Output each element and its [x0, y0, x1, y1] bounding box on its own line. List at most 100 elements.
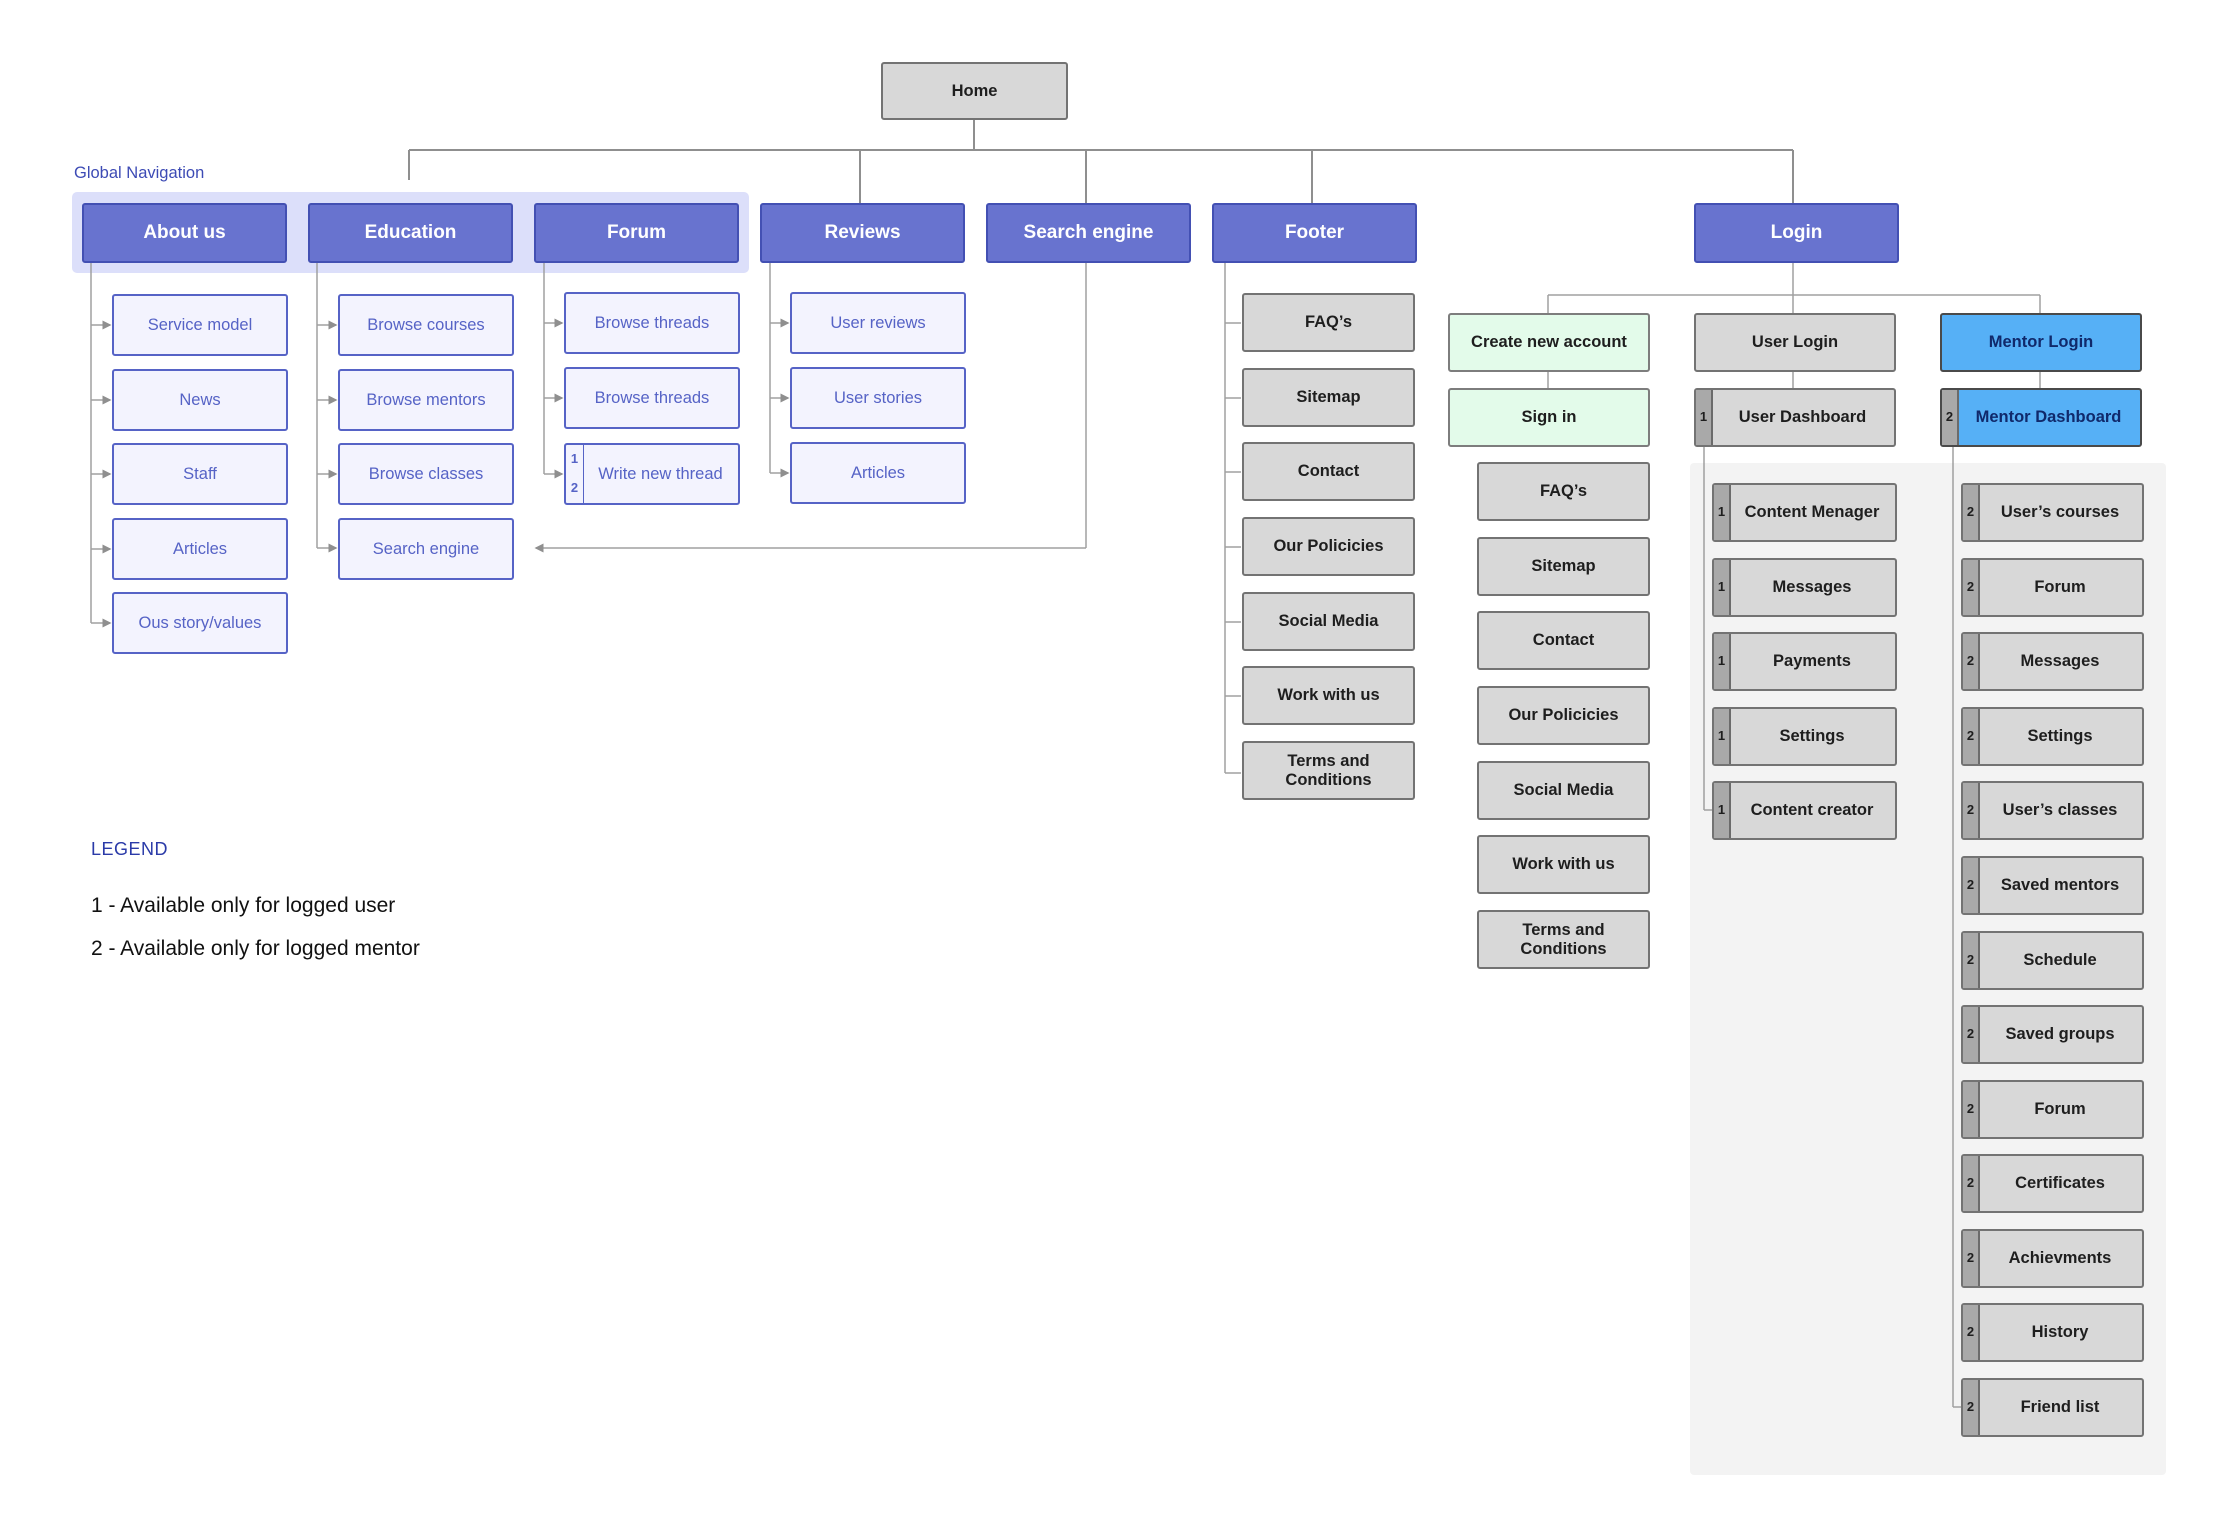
access-mark: 1 [570, 451, 579, 467]
mentor-forum[interactable]: 2 Forum [1961, 558, 2144, 617]
item-label: History [2031, 1323, 2089, 1342]
item-label: Settings [2027, 727, 2093, 746]
legend-line-2: 2 - Available only for logged mentor [91, 937, 420, 960]
access-mark: 2 [1963, 709, 1980, 764]
mentor-messages[interactable]: 2 Messages [1961, 632, 2144, 691]
mentor-dashboard-label: Mentor Dashboard [1975, 408, 2122, 427]
mentor-forum-2[interactable]: 2 Forum [1961, 1080, 2144, 1139]
access-mark: 1 [1714, 783, 1731, 838]
nav-footer[interactable]: Footer [1212, 203, 1417, 263]
item-label: Schedule [2023, 951, 2097, 970]
user-login[interactable]: User Login [1694, 313, 1896, 372]
signin-contact[interactable]: Contact [1477, 611, 1650, 670]
access-mark: 2 [1942, 390, 1959, 445]
forum-write-new-thread[interactable]: 1 2 Write new thread [564, 443, 740, 505]
access-mark: 2 [1963, 858, 1980, 913]
user-content-creator[interactable]: 1 Content creator [1712, 781, 1897, 840]
item-label: Achievments [2008, 1249, 2112, 1268]
access-mark: 2 [1963, 560, 1980, 615]
forum-browse-threads[interactable]: Browse threads [564, 292, 740, 354]
about-service-model[interactable]: Service model [112, 294, 288, 356]
access-mark: 2 [1963, 933, 1980, 988]
home-node[interactable]: Home [881, 62, 1068, 120]
mentor-schedule[interactable]: 2 Schedule [1961, 931, 2144, 990]
access-mark: 1 [1714, 634, 1731, 689]
footer-terms[interactable]: Terms and Conditions [1242, 741, 1415, 800]
user-dashboard-label: User Dashboard [1738, 408, 1867, 427]
signin-faqs[interactable]: FAQ’s [1477, 462, 1650, 521]
user-payments[interactable]: 1 Payments [1712, 632, 1897, 691]
signin-social-media[interactable]: Social Media [1477, 761, 1650, 820]
mentor-history[interactable]: 2 History [1961, 1303, 2144, 1362]
education-browse-classes[interactable]: Browse classes [338, 443, 514, 505]
access-mark: 2 [1963, 1380, 1980, 1435]
sign-in[interactable]: Sign in [1448, 388, 1650, 447]
mentor-users-classes[interactable]: 2 User’s classes [1961, 781, 2144, 840]
signin-our-policies[interactable]: Our Policicies [1477, 686, 1650, 745]
global-navigation-label: Global Navigation [74, 164, 205, 182]
forum-browse-threads-2[interactable]: Browse threads [564, 367, 740, 429]
item-label: Saved groups [2005, 1025, 2115, 1044]
footer-social-media[interactable]: Social Media [1242, 592, 1415, 651]
mentor-saved-groups[interactable]: 2 Saved groups [1961, 1005, 2144, 1064]
item-label: Messages [1772, 578, 1852, 597]
item-label: Content creator [1750, 801, 1874, 820]
mentor-settings[interactable]: 2 Settings [1961, 707, 2144, 766]
signin-sitemap[interactable]: Sitemap [1477, 537, 1650, 596]
item-label: User’s courses [2000, 503, 2120, 522]
footer-sitemap[interactable]: Sitemap [1242, 368, 1415, 427]
education-browse-mentors[interactable]: Browse mentors [338, 369, 514, 431]
mentor-certificates[interactable]: 2 Certificates [1961, 1154, 2144, 1213]
about-our-story[interactable]: Ous story/values [112, 592, 288, 654]
footer-work-with-us[interactable]: Work with us [1242, 666, 1415, 725]
access-marks: 1 2 [566, 445, 584, 503]
about-news[interactable]: News [112, 369, 288, 431]
mentor-friend-list[interactable]: 2 Friend list [1961, 1378, 2144, 1437]
nav-search-engine[interactable]: Search engine [986, 203, 1191, 263]
access-mark: 1 [1714, 560, 1731, 615]
legend-line-1: 1 - Available only for logged user [91, 894, 396, 917]
item-label: Forum [2034, 578, 2086, 597]
mentor-users-courses[interactable]: 2 User’s courses [1961, 483, 2144, 542]
mentor-achievements[interactable]: 2 Achievments [1961, 1229, 2144, 1288]
user-messages[interactable]: 1 Messages [1712, 558, 1897, 617]
about-staff[interactable]: Staff [112, 443, 288, 505]
nav-login[interactable]: Login [1694, 203, 1899, 263]
reviews-user-stories[interactable]: User stories [790, 367, 966, 429]
item-label: Friend list [2020, 1398, 2100, 1417]
mentor-login[interactable]: Mentor Login [1940, 313, 2142, 372]
mentor-saved-mentors[interactable]: 2 Saved mentors [1961, 856, 2144, 915]
forum-write-new-thread-label: Write new thread [598, 464, 723, 483]
access-mark: 2 [1963, 783, 1980, 838]
footer-faqs[interactable]: FAQ’s [1242, 293, 1415, 352]
nav-about-us[interactable]: About us [82, 203, 287, 263]
access-mark: 1 [1696, 390, 1713, 445]
item-label: Content Menager [1744, 503, 1880, 522]
access-mark: 2 [1963, 485, 1980, 540]
user-content-manager[interactable]: 1 Content Menager [1712, 483, 1897, 542]
item-label: Settings [1779, 727, 1845, 746]
user-settings[interactable]: 1 Settings [1712, 707, 1897, 766]
nav-education[interactable]: Education [308, 203, 513, 263]
item-label: Messages [2020, 652, 2100, 671]
nav-forum[interactable]: Forum [534, 203, 739, 263]
nav-reviews[interactable]: Reviews [760, 203, 965, 263]
signin-work-with-us[interactable]: Work with us [1477, 835, 1650, 894]
item-label: Payments [1773, 652, 1851, 671]
create-new-account[interactable]: Create new account [1448, 313, 1650, 372]
education-browse-courses[interactable]: Browse courses [338, 294, 514, 356]
footer-contact[interactable]: Contact [1242, 442, 1415, 501]
legend-title: LEGEND [91, 839, 169, 859]
access-mark: 2 [1963, 1305, 1980, 1360]
reviews-articles[interactable]: Articles [790, 442, 966, 504]
signin-terms[interactable]: Terms and Conditions [1477, 910, 1650, 969]
access-mark: 2 [1963, 1231, 1980, 1286]
user-dashboard[interactable]: 1 User Dashboard [1694, 388, 1896, 447]
access-mark: 2 [570, 480, 579, 496]
about-articles[interactable]: Articles [112, 518, 288, 580]
mentor-dashboard[interactable]: 2 Mentor Dashboard [1940, 388, 2142, 447]
footer-our-policies[interactable]: Our Policicies [1242, 517, 1415, 576]
education-search-engine[interactable]: Search engine [338, 518, 514, 580]
reviews-user-reviews[interactable]: User reviews [790, 292, 966, 354]
